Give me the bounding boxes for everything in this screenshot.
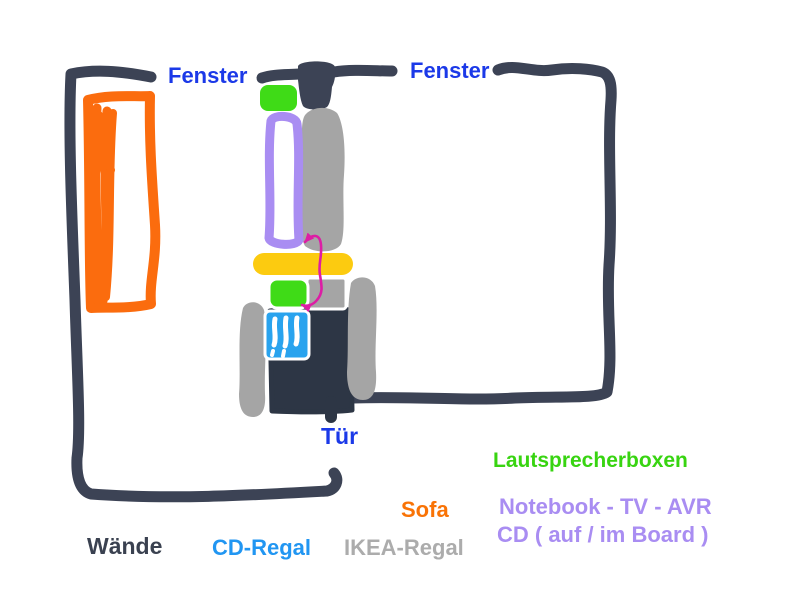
wall-top-middle-left	[256, 68, 305, 84]
wall-top-right-and-right	[347, 61, 617, 405]
sofa-scribble-cross-1	[91, 109, 115, 180]
media-board-purple	[264, 112, 304, 249]
label-ikea-regal: IKEA-Regal	[344, 535, 464, 560]
speaker-box-bottom	[267, 277, 310, 310]
label-sofa: Sofa	[401, 497, 449, 522]
label-tuer: Tür	[321, 423, 358, 449]
wall-top-middle-right	[328, 64, 398, 78]
cd-stripe-1	[271, 316, 278, 348]
label-notebook-tv-avr: Notebook - TV - AVR	[499, 494, 712, 519]
label-waende: Wände	[87, 533, 162, 559]
cd-stripe-3	[293, 315, 300, 347]
wall-left-and-bottom	[64, 65, 343, 503]
ikea-shelf-left	[239, 302, 266, 417]
lowboard-yellow	[253, 253, 353, 275]
cd-shelf-stripes	[270, 315, 300, 358]
cd-stripe-2	[282, 315, 289, 349]
cable-arrow-magenta	[300, 232, 323, 313]
label-cd-regal: CD-Regal	[212, 535, 311, 560]
sofa-shape	[83, 91, 161, 313]
speaker-box-top	[260, 85, 297, 111]
label-fenster-right: Fenster	[410, 58, 490, 83]
sofa-outline	[83, 91, 161, 313]
ikea-shelf-top	[300, 107, 345, 252]
cd-stripe-4	[270, 349, 275, 357]
cd-stripe-5	[281, 349, 286, 358]
label-fenster-left: Fenster	[168, 63, 248, 88]
window-pillar	[297, 61, 336, 110]
sofa-scribble-cross-2	[94, 111, 115, 174]
ikea-shelf-right	[347, 277, 377, 400]
label-lautsprecherboxen: Lautsprecherboxen	[493, 449, 688, 472]
label-cd-board: CD ( auf / im Board )	[497, 522, 708, 547]
